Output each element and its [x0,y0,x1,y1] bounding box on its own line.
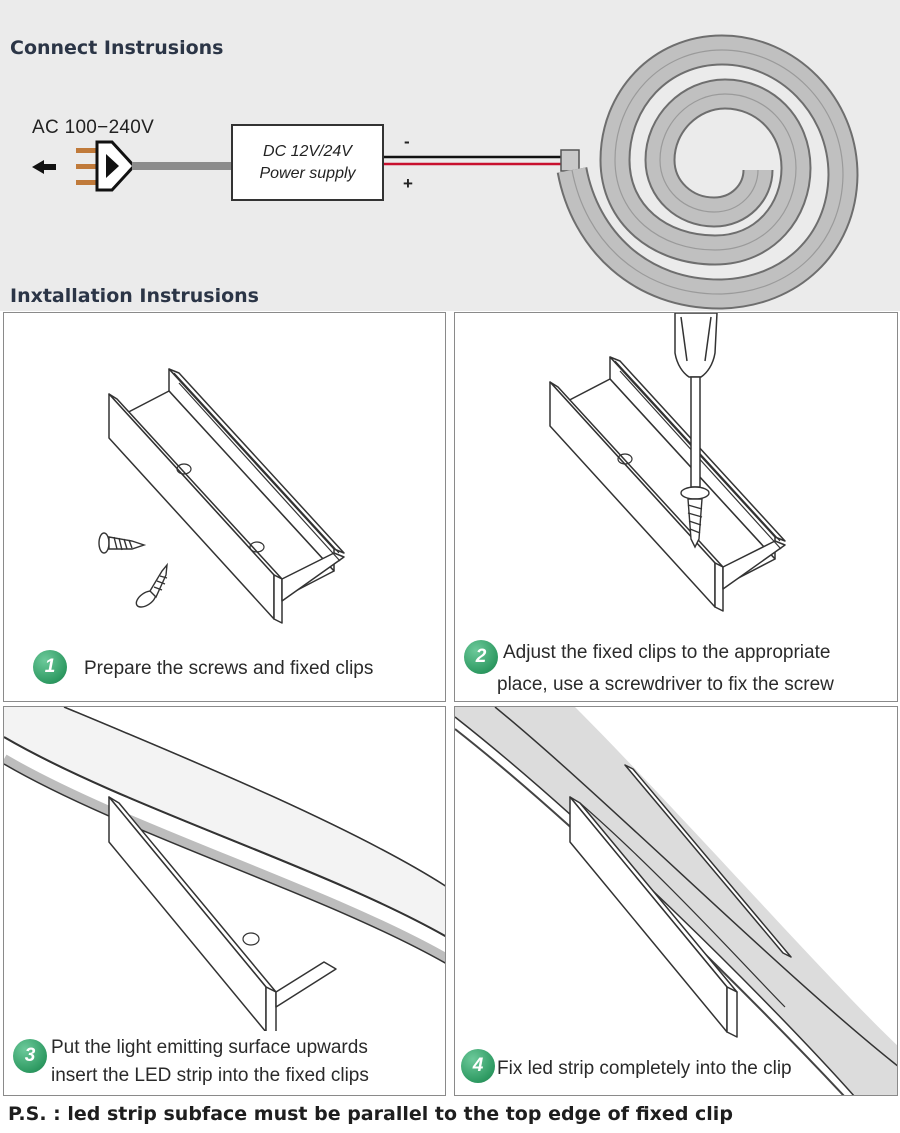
power-supply-box: DC 12V/24V Power supply [231,124,384,201]
screw-icon [680,486,710,549]
arrow-left-icon [32,160,56,174]
strip-connector [560,149,580,172]
step-4-caption-line-1: Fix led strip completely into the clip [497,1052,792,1085]
plug-icon [76,140,137,192]
step-3-badge: 3 [13,1039,47,1073]
psu-voltage-label: DC 12V/24V [263,142,352,160]
footer-note: P.S. : led strip subface must be paralle… [8,1103,733,1125]
dc-wires [384,155,566,166]
step-3-caption-line-2: insert the LED strip into the fixed clip… [51,1059,369,1092]
strip-fixed-in-clip-illustration [455,707,897,1095]
step-3-panel: 3 Put the light emitting surface upwards… [3,706,446,1096]
install-title: Inxtallation Instrusions [10,285,259,307]
psu-name-label: Power supply [259,164,356,182]
plus-label: + [403,174,413,193]
screwdriver-fixing-illustration [549,313,786,612]
insert-strip-illustration [4,707,445,1038]
screwdriver-icon [674,313,718,488]
connection-diagram [32,34,859,310]
step-2-caption-line-2: place, use a screwdriver to fix the scre… [497,674,834,695]
step-4-panel: 4 Fix led strip completely into the clip [454,706,898,1096]
minus-label: - [404,132,410,151]
step-1-panel: 1 Prepare the screws and fixed clips [3,312,446,702]
clip-and-screws-illustration [98,368,345,624]
step-3-caption-line-1: Put the light emitting surface upwards [51,1031,368,1064]
step-4-badge: 4 [461,1049,495,1083]
step-1-badge: 1 [33,650,67,684]
screw-icon [98,532,147,554]
step-2-panel: 2 Adjust the fixed clips to the appropri… [454,312,898,702]
connect-title: Connect Instrusions [10,37,224,59]
coiled-led-strip [556,34,859,310]
step-2-badge: 2 [464,640,498,674]
screw-icon [135,562,168,608]
step-1-caption-line-1: Prepare the screws and fixed clips [84,658,374,679]
ac-cable [132,162,233,170]
step-2-caption-line-1: Adjust the fixed clips to the appropriat… [503,642,831,663]
ac-voltage-label: AC 100−240V [32,117,155,138]
